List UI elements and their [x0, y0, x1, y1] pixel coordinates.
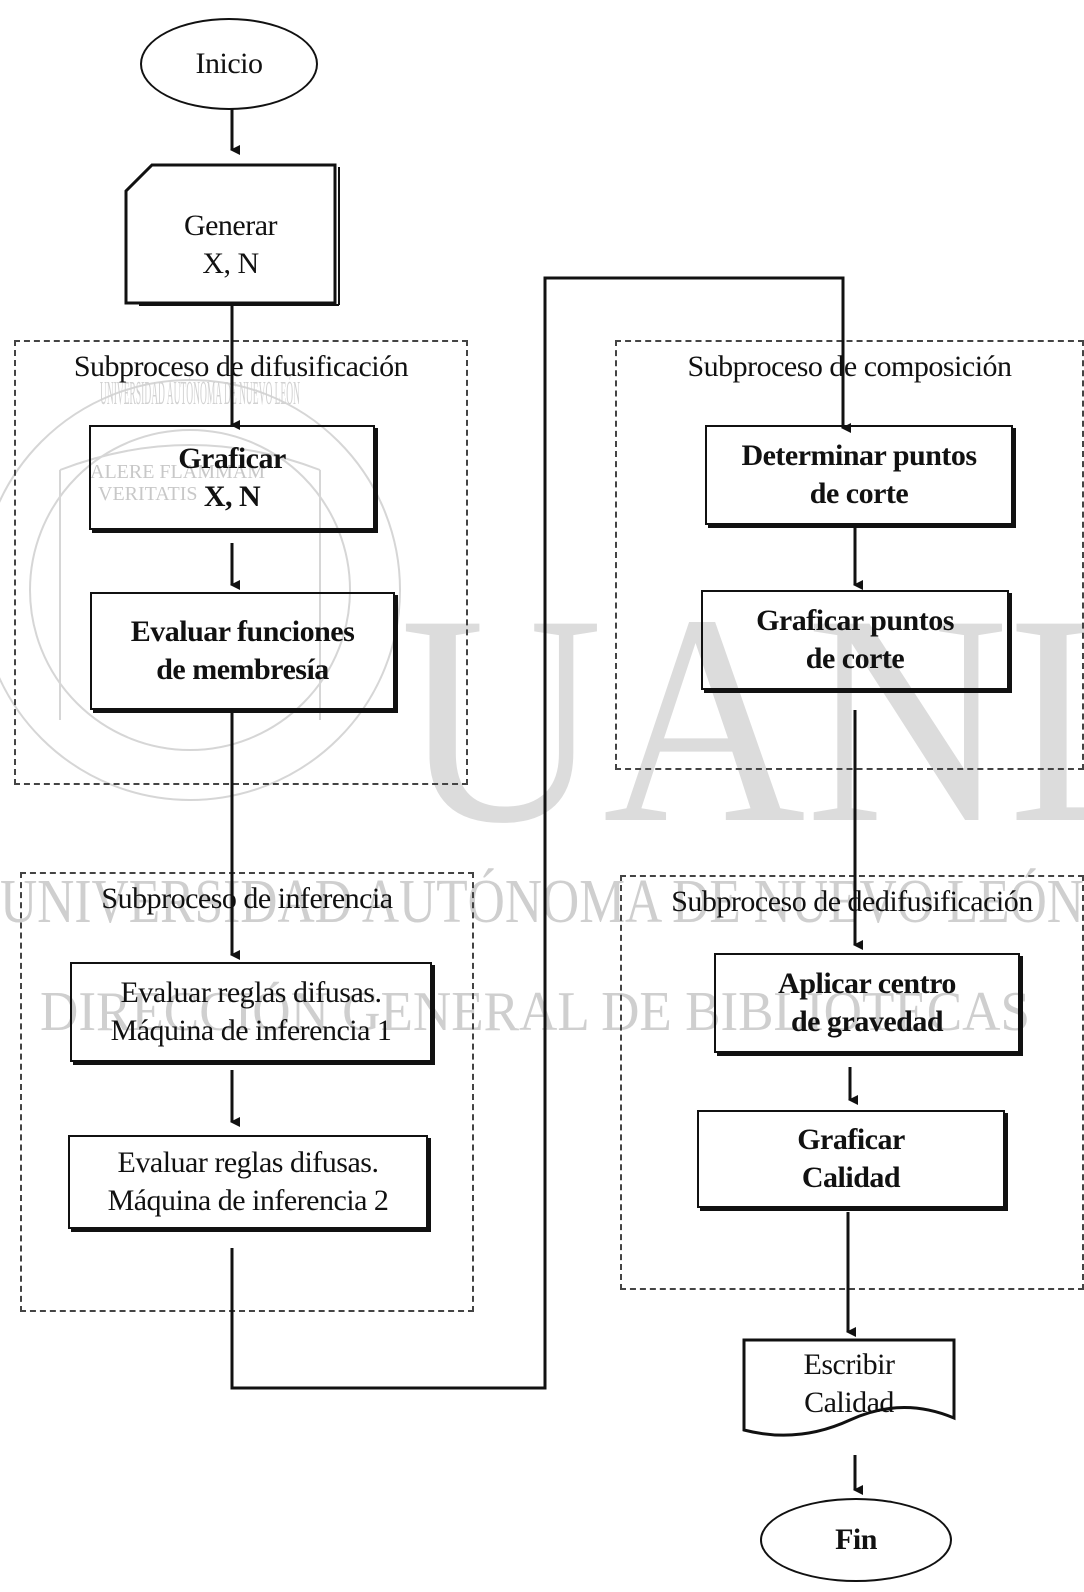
group-dedifusificacion-title: Subproceso de dedifusificación [671, 885, 1033, 918]
determinar-puntos-line-1: Determinar puntos [741, 439, 977, 472]
escribir-document-shape [742, 1338, 956, 1437]
group-composicion-title: Subproceso de composición [687, 350, 1012, 383]
watermark-motto-2: VERITATIS [98, 483, 198, 505]
graficar-calidad-line-1: Graficar [797, 1123, 905, 1156]
start-label: Inicio [195, 47, 263, 80]
evaluar-reglas-2-line-1: Evaluar reglas difusas. [117, 1146, 379, 1179]
evaluar-reglas-2-line-2: Máquina de inferencia 2 [107, 1184, 389, 1217]
determinar-puntos-box: Determinar puntos de corte [705, 425, 1013, 525]
escribir-calidad-line-1: Escribir [803, 1348, 895, 1381]
graficar-puntos-line-2: de corte [805, 642, 905, 675]
graficar-puntos-line-1: Graficar puntos [756, 604, 954, 637]
evaluar-reglas-2-box: Evaluar reglas difusas. Máquina de infer… [68, 1135, 428, 1229]
evaluar-reglas-1-line-2: Máquina de inferencia 1 [110, 1014, 392, 1047]
graficar-xn-box: Graficar X, N [89, 425, 375, 530]
generar-line-1: Generar [183, 209, 278, 242]
aplicar-centro-line-1: Aplicar centro [778, 967, 956, 1000]
end-label: Fin [835, 1523, 877, 1556]
end-terminal: Fin [760, 1498, 952, 1582]
generar-card-shape [124, 163, 337, 305]
generar-card: Generar X, N [128, 195, 333, 295]
determinar-puntos-line-2: de corte [809, 477, 909, 510]
evaluar-funciones-box: Evaluar funciones de membresía [90, 592, 395, 710]
graficar-xn-line-2: X, N [203, 479, 261, 513]
escribir-calidad-document: Escribir Calidad [744, 1342, 954, 1426]
escribir-calidad-line-2: Calidad [804, 1386, 894, 1419]
watermark-seal-text: UNIVERSIDAD AUTÓNOMA DE NUEVO LEÓN [100, 374, 300, 412]
graficar-xn-line-1: Graficar [178, 441, 286, 475]
evaluar-reglas-1-line-1: Evaluar reglas difusas. [120, 976, 382, 1009]
group-inferencia-title: Subproceso de inferencia [101, 882, 393, 915]
group-difusificacion-title: Subproceso de difusificación [73, 350, 409, 383]
evaluar-funciones-line-1: Evaluar funciones [130, 615, 355, 648]
aplicar-centro-line-2: de gravedad [791, 1005, 944, 1038]
watermark-motto-1: ALERE FLAMMAM [90, 461, 265, 483]
graficar-calidad-box: Graficar Calidad [697, 1110, 1005, 1208]
aplicar-centro-box: Aplicar centro de gravedad [714, 953, 1020, 1053]
graficar-calidad-line-2: Calidad [801, 1161, 901, 1194]
group-dedifusificacion: Subproceso de dedifusificación [620, 875, 1084, 1290]
group-composicion: Subproceso de composición [615, 340, 1084, 770]
start-terminal: Inicio [140, 18, 318, 110]
evaluar-reglas-1-box: Evaluar reglas difusas. Máquina de infer… [70, 962, 432, 1062]
graficar-puntos-box: Graficar puntos de corte [701, 590, 1009, 690]
arrow-reglas2-determinar [230, 276, 851, 1390]
group-inferencia: Subproceso de inferencia [20, 872, 474, 1312]
watermark-seal-shield [59, 444, 321, 720]
watermark-line-1: UNIVERSIDAD AUTÓNOMA DE NUEVO LEÓN [0, 868, 1084, 936]
watermark-big-letters: UANL [400, 553, 1084, 885]
watermark-seal-inner [29, 429, 351, 751]
watermark-seal-outer [0, 379, 401, 801]
group-difusificacion: Subproceso de difusificación [14, 340, 468, 785]
evaluar-funciones-line-2: de membresía [156, 653, 329, 686]
generar-line-2: X, N [202, 247, 259, 280]
watermark-line-2: DIRECCIÓN GENERAL DE BIBLIOTECAS [40, 980, 1030, 1043]
